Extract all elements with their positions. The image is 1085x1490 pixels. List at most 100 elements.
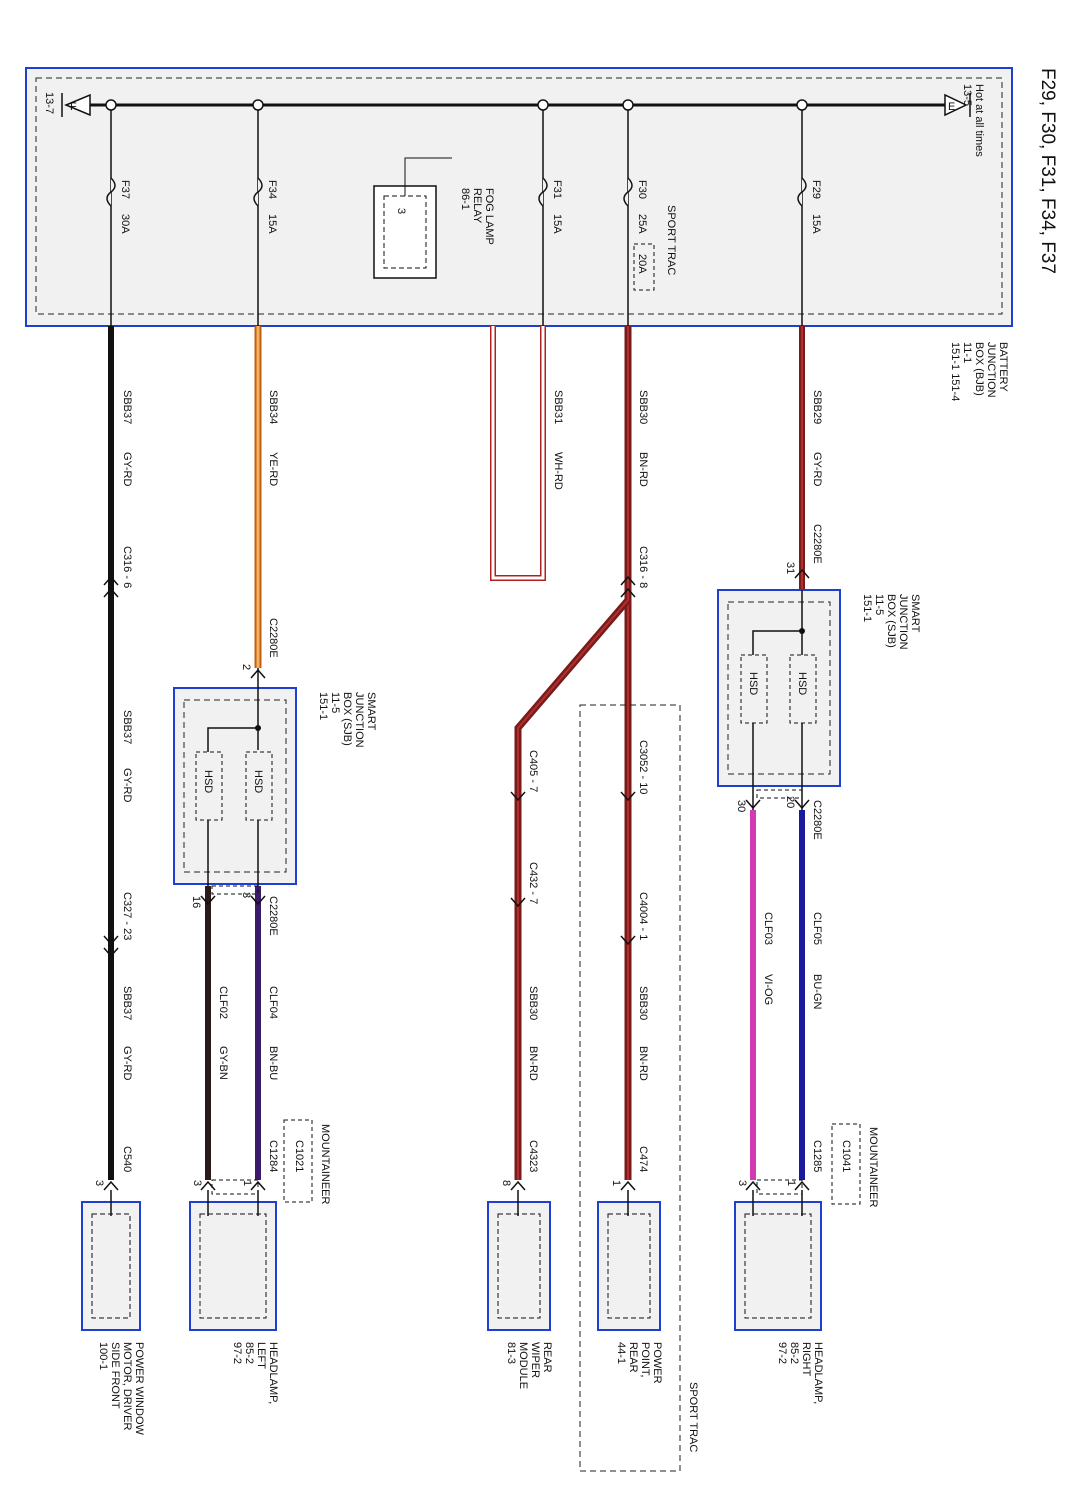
pin-2: 2 xyxy=(240,664,252,670)
label-c327-23: C327 - 23 xyxy=(121,892,133,940)
conn-arrow-sjb-left-out-b xyxy=(200,895,216,906)
device-hl-right-line-2: RIGHT xyxy=(800,1342,812,1377)
device-window-line-3: SIDE FRONT xyxy=(109,1342,121,1409)
sjb-left-branch xyxy=(207,727,258,752)
conn-arrow-c540 xyxy=(103,1180,119,1191)
sjb-right-line-5: 151-1 xyxy=(861,594,873,622)
conn-arrow-sjb-right-out-a xyxy=(794,799,810,810)
label-clf04: CLF04 xyxy=(267,986,279,1019)
device-pp-line-1: POWER xyxy=(651,1342,663,1384)
ground-ref-left: 13-7 xyxy=(43,92,55,114)
conn-arrow-c474 xyxy=(620,1180,636,1191)
sjb-right-line-4: 11-5 xyxy=(873,594,885,615)
conn-shell-c1285 xyxy=(756,1179,803,1195)
fuse-symbol-f31 xyxy=(538,177,548,207)
sjb-right-line-1: SMART xyxy=(909,594,921,633)
fuse-id-f31: F31 xyxy=(551,180,563,199)
device-headlamp-right-inner xyxy=(744,1213,812,1319)
label-c1284: C1284 xyxy=(267,1140,279,1172)
device-hl-right-line-3: 85-2 xyxy=(788,1342,800,1364)
device-hl-right-line-4: 97-2 xyxy=(776,1342,788,1364)
source-letter-right: E xyxy=(948,101,955,113)
sjb-right-branch xyxy=(752,630,802,655)
device-headlamp-left-inner xyxy=(199,1213,267,1319)
device-wiper-line-4: 81-3 xyxy=(505,1342,517,1364)
label-c405-7: C405 - 7 xyxy=(527,750,539,792)
sjb-left-line-3: BOX (SJB) xyxy=(341,692,353,746)
sjb-left-inner xyxy=(183,699,287,873)
hsd-right-1 xyxy=(789,654,817,724)
sjb-left-conn-dashed xyxy=(211,885,259,895)
sjb-right-line-3: BOX (SJB) xyxy=(885,594,897,648)
hsd-right-1-label: HSD xyxy=(796,672,808,695)
pin-20: 20 xyxy=(784,796,796,808)
label-whrd: WH-RD xyxy=(552,452,564,490)
sjb-left-line-5: 151-1 xyxy=(317,692,329,720)
device-window-line-4: 100-1 xyxy=(97,1342,109,1370)
fuse-id-f37: F37 xyxy=(119,180,131,199)
wire-sbb31-stripe xyxy=(491,326,545,580)
label-bnbu: BN-BU xyxy=(267,1046,279,1080)
pin-wiper: 8 xyxy=(500,1180,512,1186)
label-sbb30-c: SBB30 xyxy=(527,986,539,1020)
label-clf03: CLF03 xyxy=(762,912,774,945)
pin-hl-right-1: 1 xyxy=(785,1180,797,1186)
device-window-line-2: MOTOR, DRIVER xyxy=(121,1342,133,1430)
pin-hl-right-3: 3 xyxy=(736,1180,748,1186)
fog-lamp-relay-box xyxy=(373,185,437,279)
device-power-point-inner xyxy=(607,1213,651,1319)
device-hl-right-line-1: HEADLAMP, xyxy=(812,1342,824,1404)
pin-hl-left-1: 1 xyxy=(241,1180,253,1186)
label-sbb29: SBB29 xyxy=(811,390,823,424)
fuse-id-f29: F29 xyxy=(810,180,822,199)
label-gyrd-a: GY-RD xyxy=(121,452,133,486)
sjb-left-line-1: SMART xyxy=(365,692,377,731)
hsd-left-2 xyxy=(195,751,223,821)
device-power-point-box xyxy=(597,1201,661,1331)
label-c4323: C4323 xyxy=(527,1140,539,1172)
device-wiper-inner xyxy=(497,1213,541,1319)
fuse-amp-f30: 25A xyxy=(636,214,648,234)
sjb-right-box xyxy=(717,589,841,787)
sjb-left-line-4: 11-5 xyxy=(329,692,341,713)
conn-arrow-c316-6 xyxy=(103,575,119,598)
label-c432-7: C432 - 7 xyxy=(527,862,539,904)
conn-arrow-c1284-b xyxy=(200,1180,216,1191)
bjb-name-2: JUNCTION xyxy=(985,342,997,398)
label-sbb30-b: SBB30 xyxy=(637,986,649,1020)
fog-lamp-relay-line-2: RELAY xyxy=(471,188,483,224)
sport-trac-label-bjb: SPORT TRAC xyxy=(665,205,677,275)
bjb-box xyxy=(25,67,1013,327)
device-hl-left-line-3: 85-2 xyxy=(243,1342,255,1364)
device-wiper-line-2: WIPER xyxy=(529,1342,541,1378)
fuse-amp-f31: 15A xyxy=(551,214,563,234)
label-clf05: CLF05 xyxy=(811,912,823,945)
fuse-id-f30: F30 xyxy=(636,180,648,199)
fuse-amp-f37: 30A xyxy=(119,214,131,234)
fuse-id-f34: F34 xyxy=(266,180,278,199)
label-gyrd-29: GY-RD xyxy=(811,452,823,486)
device-pp-line-4: 44-1 xyxy=(615,1342,627,1364)
hsd-left-1-label: HSD xyxy=(252,770,264,793)
label-bugn: BU-GN xyxy=(811,974,823,1010)
fuse-symbol-f29 xyxy=(797,177,807,207)
sjb-right-line-2: JUNCTION xyxy=(897,594,909,650)
conn-arrow-c316-8 xyxy=(620,575,636,598)
fuse-symbol-f34 xyxy=(253,177,263,207)
sjb-left-line-2: JUNCTION xyxy=(353,692,365,748)
fuse-symbol-f30 xyxy=(623,177,633,207)
conn-arrow-c327-23 xyxy=(103,935,119,958)
fuse-amp-f34: 15A xyxy=(266,214,278,234)
fuse-alt-box xyxy=(633,243,655,291)
label-sbb34: SBB34 xyxy=(267,390,279,424)
hsd-right-2-label: HSD xyxy=(747,672,759,695)
label-c316-8: C316 - 8 xyxy=(637,546,649,588)
pin-left-3: 3 xyxy=(240,892,252,898)
label-bnrd-b: BN-RD xyxy=(637,1046,649,1081)
fog-lamp-relay-pin: 3 xyxy=(395,208,407,214)
c1021-label: C1021 xyxy=(293,1140,305,1172)
label-bnrd-c: BN-RD xyxy=(527,1046,539,1081)
hot-label: Hot at all times xyxy=(973,84,985,157)
conn-arrow-sjb-left-out-a xyxy=(250,895,266,906)
